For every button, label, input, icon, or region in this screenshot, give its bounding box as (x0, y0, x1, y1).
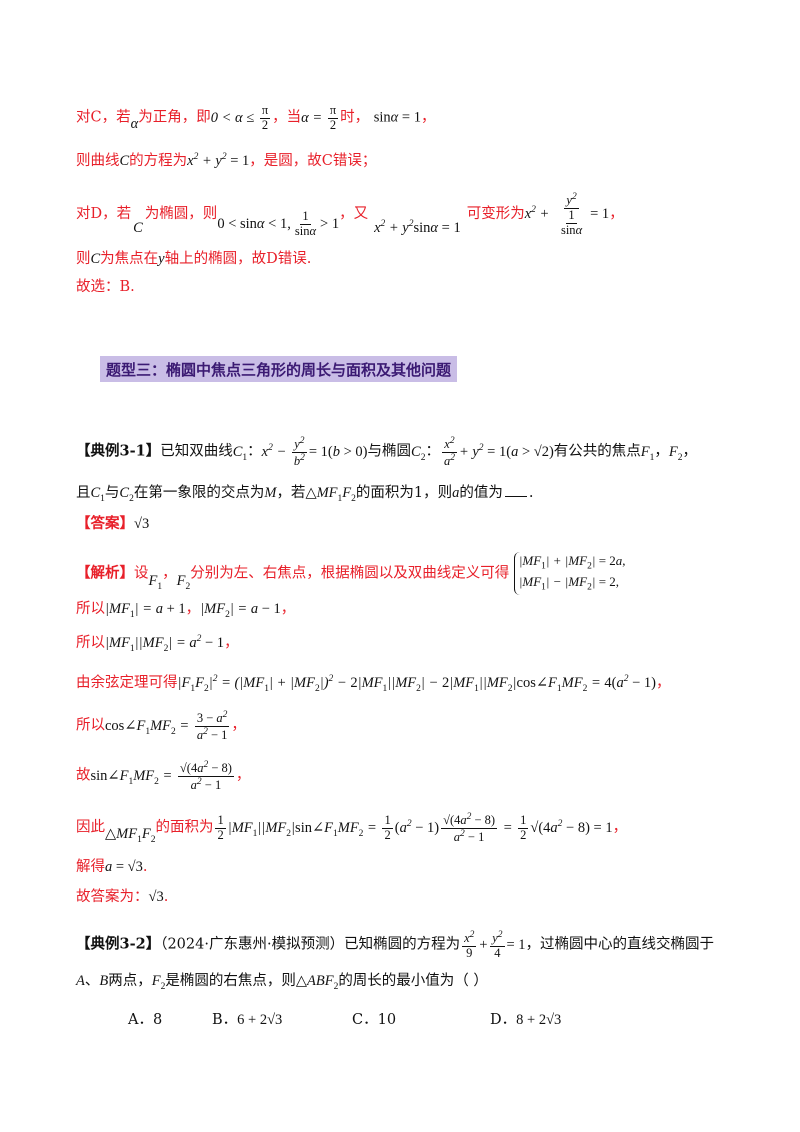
example-3-2-line2: A、B两点，F2是椭圆的右焦点，则△ABF2的周长的最小值为（ ） (76, 973, 488, 992)
example-3-1-line2: 且C1与C2在第一象限的交点为M，若△MF1F2的面积为1，则a的值为. (76, 485, 534, 504)
analysis-line4: 由余弦定理可得|F1F2|2 = (|MF1| + |MF2|)2 − 2|MF… (76, 674, 671, 694)
alpha-var: α (130, 115, 139, 132)
analysis-line2: 所以|MF1| = a + 1，|MF2| = a − 1， (76, 601, 296, 620)
circle-equation: x2 + y2 = 1 (187, 152, 250, 169)
choice-b[interactable]: B．6 + 2√3 (212, 1012, 283, 1028)
example-tag: 【典例3-1】 (76, 442, 161, 460)
choice-c[interactable]: C．10 (352, 1012, 397, 1028)
answer-blank (504, 496, 527, 497)
example-tag: 【典例3-2】 (76, 935, 161, 953)
section-heading: 题型三：椭圆中焦点三角形的周长与面积及其他问题 (100, 356, 458, 382)
choice-d[interactable]: D．8 + 2√3 (490, 1012, 562, 1028)
definition-system: |MF1| + |MF2| = 2a, |MF1| − |MF2| = 2, (513, 552, 626, 595)
analysis-line1: 【解析】设F1，F2分别为左、右焦点，根据椭圆以及双曲线定义可得 |MF1| +… (76, 552, 626, 595)
answer-choice-b: 故选：B. (76, 279, 135, 295)
d-equation: x2 + y2sinα = 1 (374, 219, 461, 237)
analysis-line3: 所以|MF1||MF2| = a2 − 1， (76, 634, 239, 654)
answer-line: 【答案】√3 (76, 515, 150, 532)
choice-a[interactable]: A．8 (128, 1012, 163, 1028)
text-line-d-conclusion: 则C为焦点在y轴上的椭圆，故D错误. (76, 251, 312, 267)
cosine-law-equation: |F1F2|2 = (|MF1| + |MF2|)2 − 2|MF1||MF2|… (177, 674, 656, 694)
analysis-line6: 故sin∠F1MF2 = √(4a2 − 8)a2 − 1， (76, 760, 251, 793)
text-line-c-circle: 则曲线C的方程为x2 + y2 = 1，是圆，故C错误； (76, 152, 377, 169)
analysis-line9: 故答案为：√3. (76, 889, 169, 905)
sin-alpha-eq: sinα = 1 (373, 109, 421, 126)
answer-value: √3 (134, 516, 150, 532)
analysis-line8: 解得a = √3. (76, 859, 148, 875)
